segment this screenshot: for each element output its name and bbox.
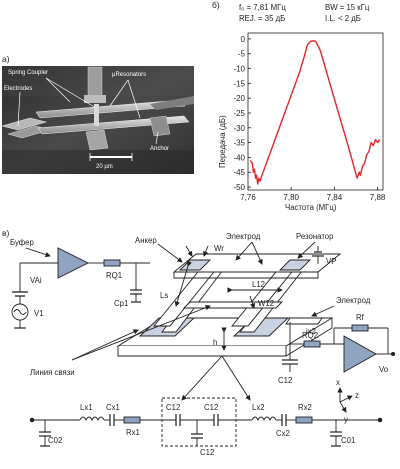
sem-label-scale: 20 µm <box>96 164 113 170</box>
panel-label-a: а) <box>2 54 10 64</box>
y-tick-label: -45 <box>233 168 245 177</box>
label-cx1: Cx1 <box>106 403 120 412</box>
resistor-rx1 <box>123 416 141 424</box>
label-lx1: Lx1 <box>80 403 93 412</box>
y-tick-label: 0 <box>241 35 246 44</box>
chart-header-il: I.L. < 2 дБ <box>325 14 361 23</box>
chart-header-rej: REJ. = 35 дБ <box>239 14 285 23</box>
y-axis-label: Передача (дБ) <box>218 115 227 168</box>
resistor-rx2 <box>295 416 313 424</box>
chart-header-f0: f₀ = 7,81 МГц <box>239 3 286 12</box>
label-c12-right: C12 <box>278 376 292 385</box>
y-tick-label: -30 <box>233 124 245 133</box>
inductor-lx2 <box>251 416 277 422</box>
x-tick-label: 7,84 <box>327 193 343 202</box>
y-tick-label: -25 <box>233 109 245 118</box>
schematic-labels: Буфер Анкер Wr Электрод Резонатор Электр… <box>10 232 389 457</box>
y-tick-label: -35 <box>233 139 245 148</box>
label-c12-b: C12 <box>204 403 218 412</box>
label-c12-a: C12 <box>166 403 180 412</box>
y-axis: 0 -5 -10 -15 -20 -25 -30 -35 -40 -45 -50 <box>233 35 251 192</box>
label-w12: W12 <box>258 299 274 308</box>
sem-label-spring-coupler: Spring Coupler <box>8 70 48 76</box>
label-cp1: Cp1 <box>114 299 128 308</box>
y-tick-label: -40 <box>233 153 245 162</box>
label-vo: Vo <box>379 365 389 374</box>
plot-frame <box>247 32 384 191</box>
label-vp: VP <box>326 257 336 266</box>
label-electrode-top: Электрод <box>226 232 261 241</box>
resonator-schematic <box>11 241 396 447</box>
label-c12-c: C12 <box>200 448 214 457</box>
y-tick-label: -10 <box>233 65 245 74</box>
label-l12: L12 <box>252 280 265 289</box>
label-wr: Wr <box>214 244 224 253</box>
x-axis-label: Частота (МГц) <box>285 203 337 212</box>
chart-header-bw: BW = 15 кГц <box>325 3 370 12</box>
panel-label-b: б) <box>212 0 220 10</box>
label-rx1: Rx1 <box>126 428 140 437</box>
label-h: h <box>213 338 217 347</box>
resistor-rf <box>351 324 369 332</box>
y-tick-label: -5 <box>238 50 246 59</box>
x-tick-label: 7,76 <box>240 193 256 202</box>
resistor-rq2 <box>303 340 321 348</box>
x-tick-label: 7,88 <box>370 193 386 202</box>
label-cx2: Cx2 <box>276 429 290 438</box>
output-amplifier <box>343 335 377 373</box>
label-electrode-right: Электрод <box>336 296 371 305</box>
label-v1: V1 <box>34 309 44 318</box>
label-rq2: RQ2 <box>302 331 318 340</box>
label-resonator: Резонатор <box>296 232 334 241</box>
sem-label-resonators: µResonators <box>112 72 146 78</box>
sem-label-electrodes: Electrodes <box>4 86 32 92</box>
label-rf: Rf <box>356 313 365 322</box>
buffer-pointer <box>25 247 51 258</box>
label-axis-y: y <box>344 415 348 424</box>
label-buffer: Буфер <box>10 238 35 247</box>
coupling-network-box <box>161 397 237 447</box>
label-c02: C02 <box>48 436 62 445</box>
y-tick-label: -50 <box>233 183 245 192</box>
label-ix2: ix2 <box>306 327 316 336</box>
response-line <box>249 40 381 185</box>
label-rq1: RQ1 <box>106 271 122 280</box>
inductor-lx1 <box>79 416 105 422</box>
x-tick-label: 7,80 <box>283 193 299 202</box>
buffer-amplifier <box>57 247 90 279</box>
label-rx2: Rx2 <box>298 403 312 412</box>
label-axis-z: z <box>355 391 359 400</box>
sem-label-anchor: Anchor <box>150 146 169 152</box>
label-axis-x: x <box>336 378 340 387</box>
y-tick-label: -20 <box>233 94 245 103</box>
sem-micrograph: Spring Coupler µResonators Electrodes An… <box>0 66 194 174</box>
x-axis: 7,76 7,80 7,84 7,88 <box>240 187 386 202</box>
label-anchor: Анкер <box>135 236 157 245</box>
label-lx2: Lx2 <box>252 403 265 412</box>
label-vai: VAi <box>30 276 42 285</box>
label-coupling-line: Линия связи <box>30 368 75 377</box>
resistor-rq1 <box>103 259 121 267</box>
label-c01: C01 <box>341 436 355 445</box>
y-tick-label: -15 <box>233 79 245 88</box>
chart-series <box>249 40 381 185</box>
label-ls: Ls <box>160 291 168 300</box>
panel-label-c: в) <box>2 228 10 238</box>
